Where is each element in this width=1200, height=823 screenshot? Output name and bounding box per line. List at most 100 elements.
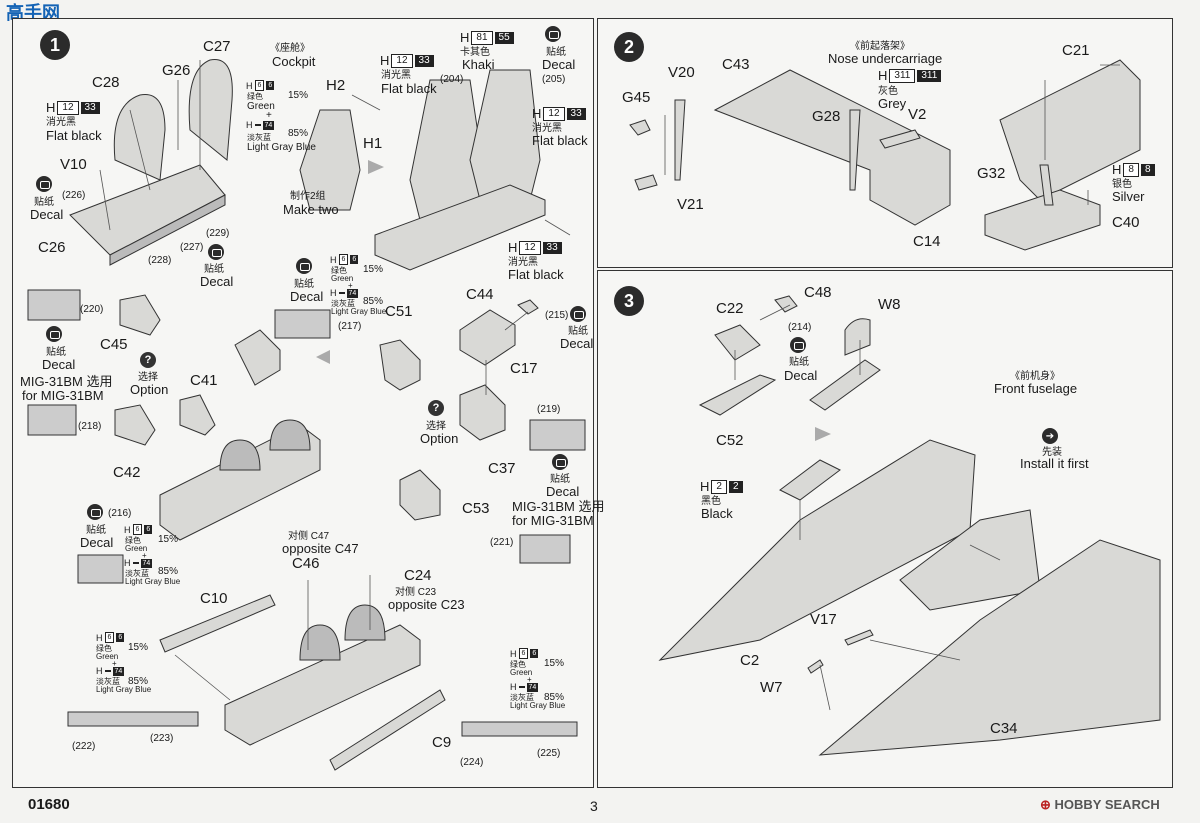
part-g28: G28 <box>812 108 841 125</box>
seat-assembly-b <box>469 69 541 201</box>
decal-220 <box>27 289 81 321</box>
ref-222: (222) <box>72 741 96 752</box>
model-number: 01680 <box>28 796 70 813</box>
decal-cn-9: 贴纸 <box>789 357 809 368</box>
option-icon-1: ? <box>140 352 156 368</box>
c45-panel <box>119 294 161 336</box>
khaki-en: Khaki <box>462 57 495 72</box>
c51-part <box>379 339 421 391</box>
c22-part <box>714 324 761 361</box>
step-3-number: 3 <box>614 286 644 316</box>
decal-219 <box>529 419 586 451</box>
black-en: Black <box>701 506 733 521</box>
decal-en-5: Decal <box>80 535 114 550</box>
green-pct-2: 15% <box>158 534 179 545</box>
decal-222-223 <box>67 711 199 727</box>
green-cn-3: 绿色 <box>331 266 347 275</box>
front-fuselage-en: Front fuselage <box>994 381 1078 396</box>
hobby-search-logo-icon: ⊕ <box>1040 797 1055 812</box>
opp-c47-cn: 对侧 C47 <box>288 531 330 542</box>
c41-panel <box>179 394 216 436</box>
make-two-cn: 制作2组 <box>290 191 326 202</box>
front-fuselage-cn: 《前机身》 <box>1010 371 1060 382</box>
c34-fuselage <box>818 539 1161 756</box>
decal-cn-1: 贴纸 <box>34 197 54 208</box>
green-cn-1: 绿色 <box>247 92 263 101</box>
part-g32: G32 <box>977 165 1006 182</box>
ref-224: (224) <box>460 757 484 768</box>
c27-seat-back <box>188 59 233 161</box>
c40-part <box>984 189 1101 251</box>
green-en-5: Green <box>510 668 533 677</box>
decal-en-9: Decal <box>784 368 818 383</box>
decal-224-225 <box>461 721 578 737</box>
part-c27: C27 <box>203 38 231 55</box>
part-c51: C51 <box>385 303 413 320</box>
v20-strut <box>674 99 686 181</box>
part-v17: V17 <box>810 611 837 628</box>
green-en-2: Green <box>125 544 148 553</box>
green-cn-4: 绿色 <box>96 644 112 653</box>
gray-blue-en-5: Light Gray Blue <box>510 701 566 710</box>
silver-cn: 银色 <box>1112 179 1132 190</box>
gray-blue-en-3: Light Gray Blue <box>331 307 387 316</box>
c21-assembly <box>999 59 1141 201</box>
part-c28: C28 <box>92 74 120 91</box>
part-c2: C2 <box>740 652 760 669</box>
mig-en-1: for MIG-31BM <box>22 388 104 403</box>
c28-seat-back <box>113 93 166 181</box>
ref-219: (219) <box>537 404 561 415</box>
c9-side-panel <box>329 689 446 771</box>
c43-bay <box>713 69 951 226</box>
cockpit-installed <box>899 509 1041 611</box>
part-h2: H2 <box>326 77 346 94</box>
decal-icon-6 <box>296 258 312 274</box>
gray-blue-cn-4: 淡灰蓝 <box>96 677 120 686</box>
w8-canopy <box>844 318 871 356</box>
c10-side-panel <box>159 594 276 653</box>
green-pct-1: 15% <box>288 90 309 101</box>
part-c10: C10 <box>200 590 228 607</box>
gray-blue-pct-4: 85% <box>128 676 149 687</box>
grey-en: Grey <box>878 96 907 111</box>
decal-217 <box>274 309 331 339</box>
decal-cn-4: 贴纸 <box>46 347 66 358</box>
decal-icon-5 <box>87 504 103 520</box>
khaki-cn: 卡其色 <box>460 47 490 58</box>
decal-en-7: Decal <box>560 336 594 351</box>
c44-part <box>459 309 516 366</box>
part-c37: C37 <box>488 460 516 477</box>
silver-en: Silver <box>1112 189 1145 204</box>
part-v2: V2 <box>908 106 927 123</box>
gray-blue-en-1: Light Gray Blue <box>247 142 316 153</box>
gray-blue-cn-1: 淡灰蓝 <box>247 133 271 142</box>
c53-part <box>399 469 441 521</box>
glareshield <box>234 329 281 386</box>
gray-blue-pct-5: 85% <box>544 692 565 703</box>
green-cn-5: 绿色 <box>510 660 526 669</box>
part-c14: C14 <box>913 233 941 250</box>
step-1-number: 1 <box>40 30 70 60</box>
mig-cn-2: MIG-31BM 选用 <box>512 499 605 514</box>
gray-blue-cn-5: 淡灰蓝 <box>510 693 534 702</box>
green-pct-5: 15% <box>544 658 565 669</box>
ref-227: (227) <box>180 242 204 253</box>
part-v10: V10 <box>60 156 87 173</box>
green-pct-3: 15% <box>363 264 384 275</box>
ref-220: (220) <box>80 304 104 315</box>
part-c22: C22 <box>716 300 744 317</box>
nose-strut <box>849 109 861 191</box>
part-c21: C21 <box>1062 42 1090 59</box>
green-en-1: Green <box>247 101 275 112</box>
part-c34: C34 <box>990 720 1018 737</box>
